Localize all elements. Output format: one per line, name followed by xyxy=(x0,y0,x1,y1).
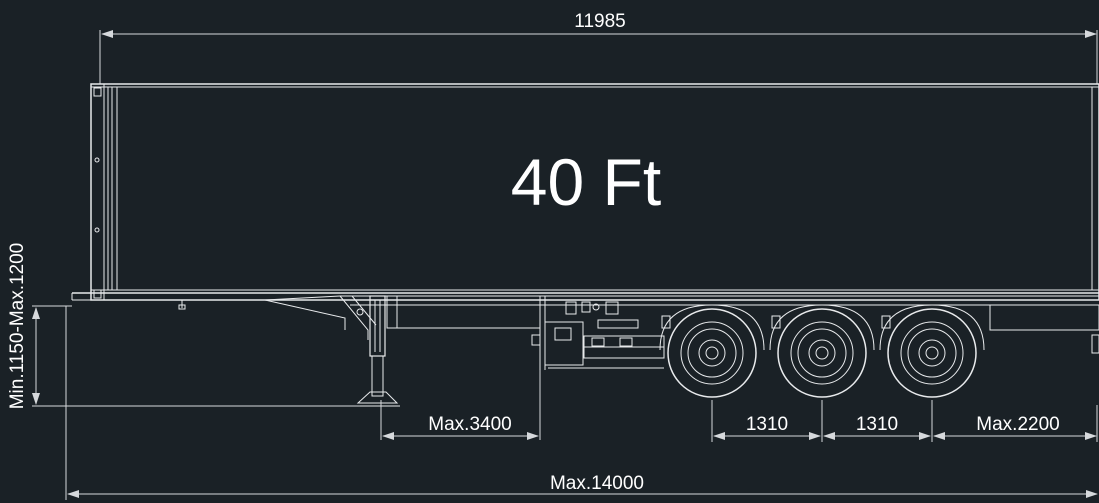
dimension-overall-length: Max.14000 xyxy=(65,306,1098,500)
wheel-axle-2 xyxy=(777,308,867,398)
container-box: 40 Ft xyxy=(90,83,1099,301)
wheel-axle-3 xyxy=(887,308,977,398)
dimension-container-length: 11985 xyxy=(99,11,1098,84)
dimension-label-axle-spacing-2: 1310 xyxy=(856,414,898,435)
dimension-label-fifth-wheel-height: Min.1150-Max.1200 xyxy=(7,243,28,410)
container-size-label: 40 Ft xyxy=(511,145,661,219)
dimension-label-axle-spacing-1: 1310 xyxy=(746,414,788,435)
trailer-chassis xyxy=(71,292,1099,407)
dimension-max-3400: Max.3400 xyxy=(380,370,541,440)
dimension-axle-spacing: 1310 1310 Max.2200 xyxy=(711,400,1098,442)
dimension-fifth-wheel-height: Min.1150-Max.1200 xyxy=(7,243,72,410)
axle-group xyxy=(659,304,985,398)
wheel-axle-1 xyxy=(667,308,757,398)
dimension-label-max-3400: Max.3400 xyxy=(428,414,511,435)
dimension-label-rear-overhang: Max.2200 xyxy=(976,414,1059,435)
dimension-label-overall-length: Max.14000 xyxy=(550,473,644,494)
dimension-label-container-length: 11985 xyxy=(574,11,625,32)
